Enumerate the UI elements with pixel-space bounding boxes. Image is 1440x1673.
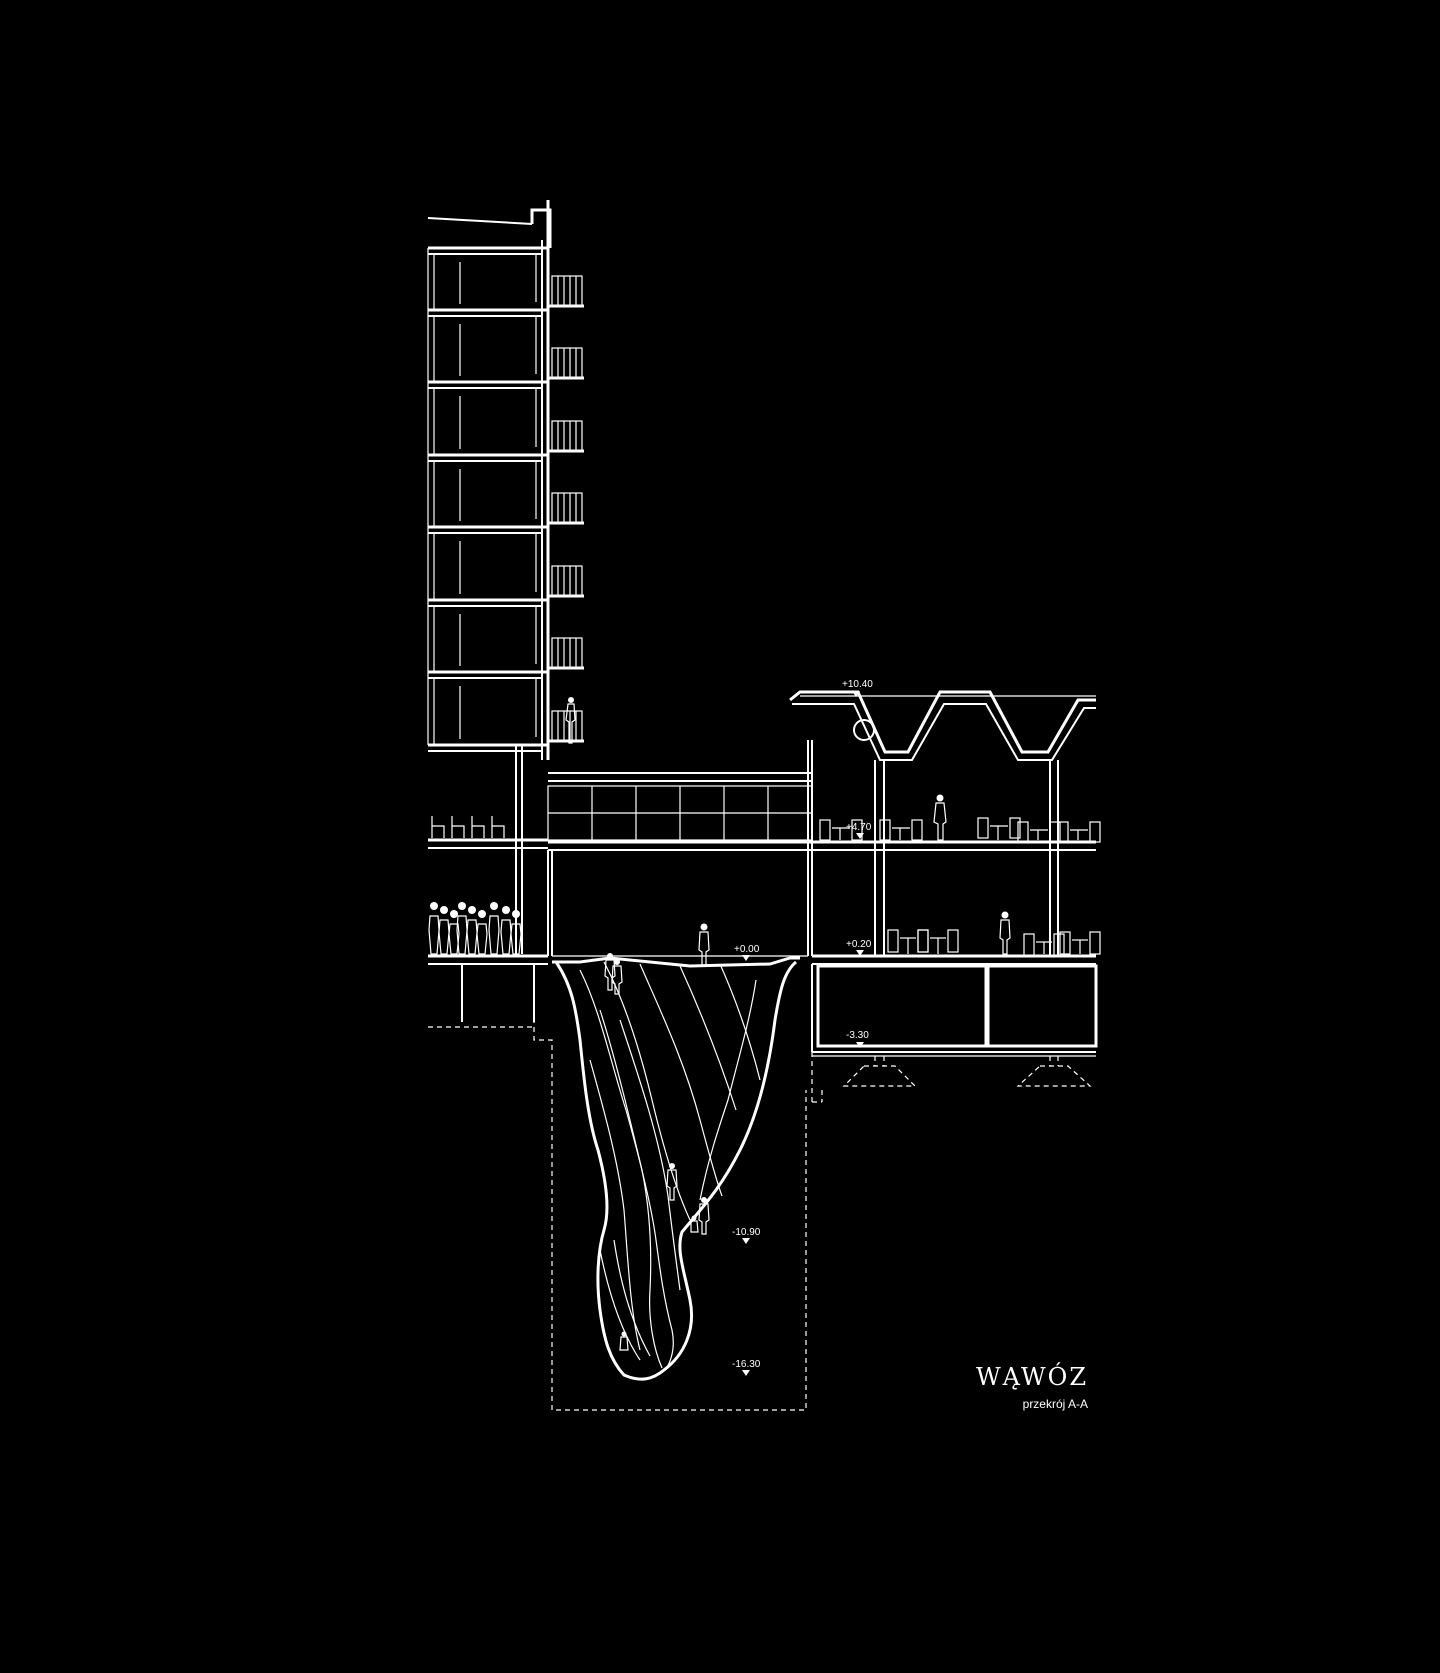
- floor-slab: [428, 670, 548, 745]
- floor-slab: [428, 308, 548, 382]
- balcony: [548, 492, 584, 525]
- level-label: +0.00: [734, 944, 760, 955]
- floor-slab: [428, 246, 548, 310]
- person-figure: [428, 902, 440, 955]
- balcony: [548, 420, 584, 453]
- table-with-chairs: [1017, 821, 1061, 843]
- drawing-title: WĄWÓZ: [976, 1362, 1088, 1391]
- person-figure: [565, 697, 576, 744]
- pavilion-upper-furniture: [819, 817, 1101, 843]
- level-label: -3.30: [846, 1030, 869, 1041]
- table-with-chairs: [1023, 933, 1065, 957]
- level-marker-gorge-mid: -10.90: [732, 1227, 761, 1244]
- table-with-chairs: [917, 929, 959, 954]
- chair: [471, 816, 485, 838]
- table-with-chairs: [879, 819, 923, 841]
- person-figure: [611, 959, 623, 995]
- person-figure: [466, 906, 478, 955]
- drawing-subtitle: przekrój A-A: [1023, 1397, 1088, 1411]
- table-with-chairs: [819, 819, 863, 841]
- person-figure: [500, 906, 512, 955]
- person-figure: [698, 923, 710, 967]
- level-marker-gorge-bottom: -16.30: [732, 1359, 761, 1376]
- table-with-chairs: [1057, 821, 1101, 843]
- table-with-chairs: [977, 817, 1021, 840]
- level-marker-ground: +0.00: [734, 944, 760, 961]
- person-figure: [476, 910, 488, 955]
- person-figure: [456, 902, 468, 955]
- chair: [451, 816, 465, 838]
- glass-link-bridge: [547, 740, 813, 957]
- person-figure: [690, 1215, 699, 1233]
- person-figure: [510, 910, 522, 955]
- person-figure: [619, 1331, 629, 1351]
- level-marker-first-floor: +4.70: [846, 822, 872, 839]
- person-figure: [438, 906, 450, 955]
- balcony: [548, 637, 584, 670]
- person-figure: [604, 953, 616, 991]
- floor-slab: [428, 598, 548, 672]
- floor-slab: [428, 453, 548, 527]
- person-figure: [698, 1197, 710, 1235]
- floor-slab: [428, 743, 548, 752]
- chair: [431, 816, 445, 838]
- tower-floor-slabs: [428, 246, 548, 752]
- person-figure: [666, 1163, 678, 1201]
- floor-slab: [428, 525, 548, 600]
- level-label: +4.70: [846, 822, 872, 833]
- title-block: WĄWÓZ przekrój A-A: [976, 1362, 1088, 1411]
- level-marker-ground-right: +0.20: [846, 939, 872, 956]
- balcony: [548, 347, 584, 380]
- person-figure: [933, 794, 947, 841]
- level-label: -16.30: [732, 1359, 761, 1370]
- foundation-footing: [842, 1056, 917, 1087]
- table-with-chairs: [1059, 931, 1101, 955]
- balcony: [548, 565, 584, 598]
- crowd-of-people: [428, 902, 522, 955]
- person-figure: [999, 911, 1011, 955]
- gorge: [533, 923, 807, 1411]
- level-marker-roof: +10.40: [842, 679, 873, 697]
- level-marker-basement: -3.30: [846, 1030, 869, 1048]
- person-figure: [488, 902, 500, 955]
- level-label: +0.20: [846, 939, 872, 950]
- balcony: [548, 275, 584, 308]
- pavilion-building: [789, 690, 1101, 1103]
- level-label: -10.90: [732, 1227, 761, 1238]
- pavilion-lower-furniture: [887, 929, 1101, 957]
- cafe-chairs: [431, 816, 505, 838]
- foundation-footing: [1016, 1056, 1092, 1087]
- residential-tower: [427, 200, 584, 1028]
- tower-balconies: [548, 275, 584, 743]
- level-label: +10.40: [842, 679, 873, 690]
- table-with-chairs: [887, 929, 929, 954]
- floor-slab: [428, 380, 548, 455]
- chair: [491, 816, 505, 838]
